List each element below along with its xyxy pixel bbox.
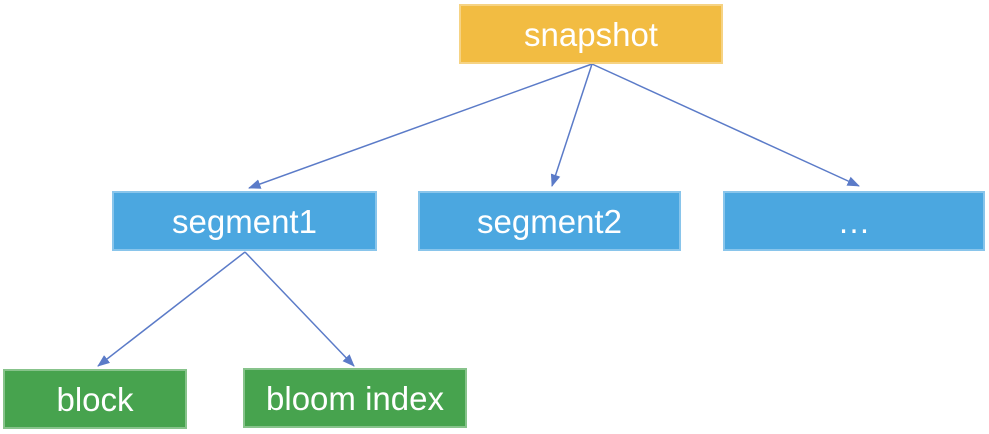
- node-bloom-index-label: bloom index: [266, 379, 444, 417]
- edge-snapshot-to-segment2: [550, 63, 593, 187]
- node-block: block: [3, 369, 187, 429]
- edge-snapshot-to-segment-more: [591, 63, 860, 187]
- node-block-label: block: [56, 380, 134, 418]
- node-segment2: segment2: [418, 191, 681, 251]
- edge-snapshot-to-segment1: [248, 63, 593, 189]
- node-snapshot-label: snapshot: [524, 15, 658, 53]
- node-segment-more: …: [723, 191, 985, 251]
- node-segment2-label: segment2: [477, 202, 622, 240]
- node-segment1: segment1: [112, 191, 377, 251]
- node-snapshot: snapshot: [459, 4, 723, 64]
- edge-segment1-to-bloom-index: [244, 251, 355, 367]
- node-segment-more-label: …: [837, 202, 871, 240]
- node-bloom-index: bloom index: [243, 368, 467, 428]
- edge-segment1-to-block: [97, 251, 246, 367]
- node-segment1-label: segment1: [172, 202, 317, 240]
